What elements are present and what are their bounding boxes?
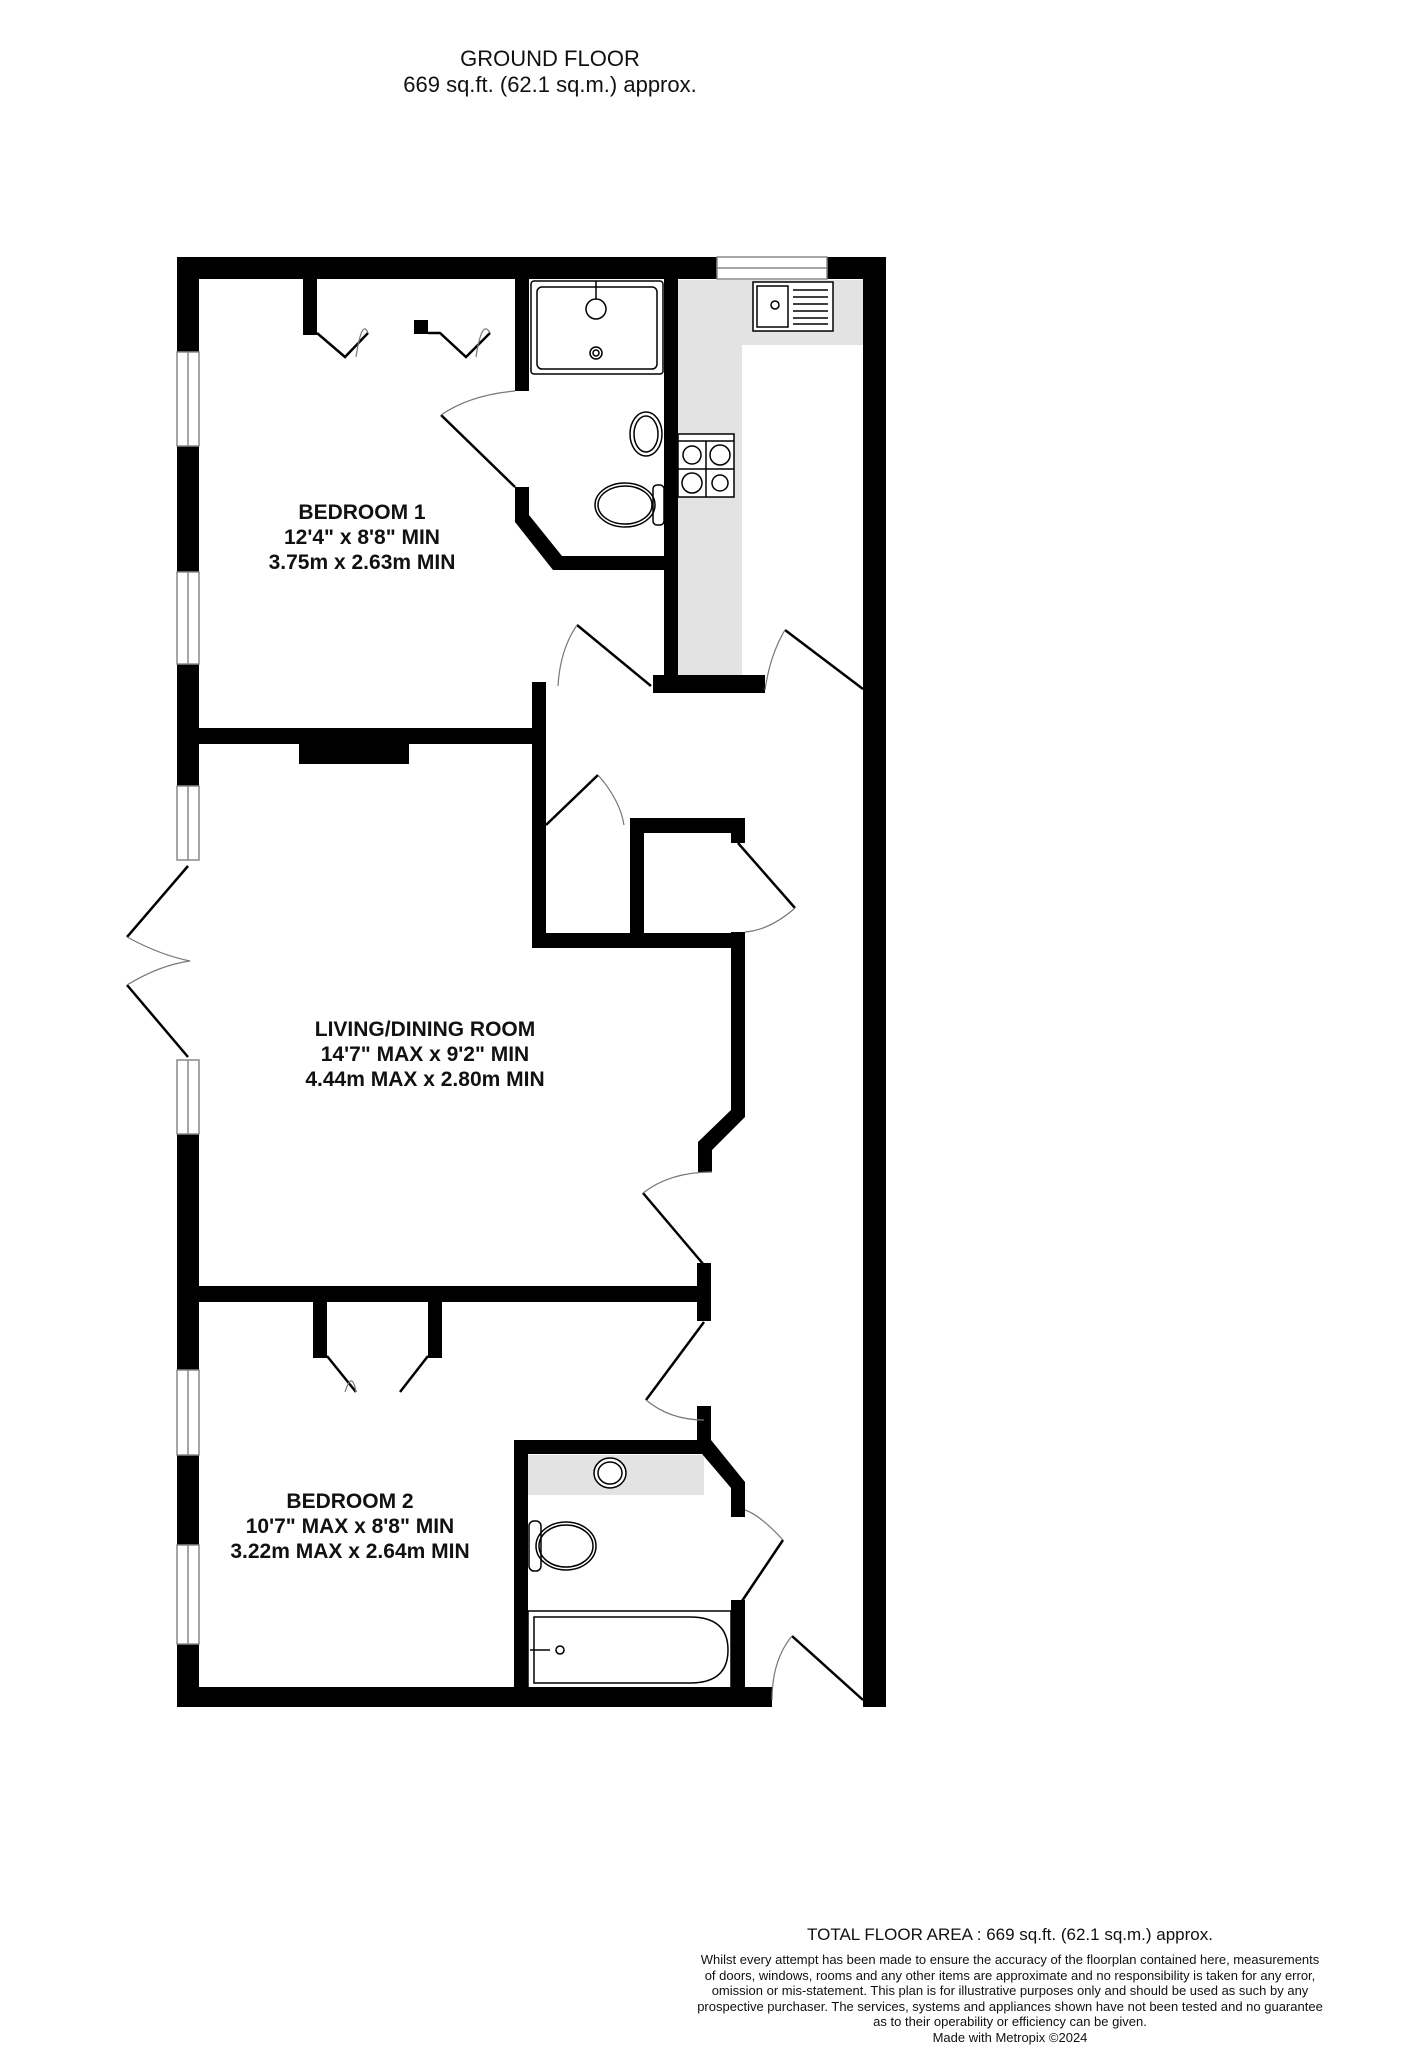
- room-name: BEDROOM 1: [298, 501, 426, 524]
- room-name: BEDROOM 2: [286, 1490, 414, 1513]
- room-dims-imperial: 14'7" MAX x 9'2" MIN: [320, 1043, 530, 1066]
- room-label-living-dining: LIVING/DINING ROOM 14'7" MAX x 9'2" MIN …: [260, 1017, 590, 1092]
- room-dims-metric: 3.75m x 2.63m MIN: [268, 551, 456, 574]
- room-dims-metric: 4.44m MAX x 2.80m MIN: [305, 1068, 545, 1091]
- hob-icon: [677, 433, 735, 498]
- bathroom-toilet-icon: [528, 1520, 597, 1572]
- room-label-bedroom-1: BEDROOM 1 12'4" x 8'8" MIN 3.75m x 2.63m…: [232, 500, 492, 575]
- room-dims-imperial: 12'4" x 8'8" MIN: [284, 526, 440, 549]
- floor-area: 669 sq.ft. (62.1 sq.m.) approx.: [403, 72, 697, 97]
- disclaimer-line: Whilst every attempt has been made to en…: [700, 1952, 1320, 1967]
- room-name: LIVING/DINING ROOM: [314, 1018, 536, 1041]
- footer-notes: TOTAL FLOOR AREA : 669 sq.ft. (62.1 sq.m…: [660, 1924, 1360, 2046]
- floor-title-block: GROUND FLOOR 669 sq.ft. (62.1 sq.m.) app…: [300, 46, 800, 98]
- kitchen-sink-icon: [752, 281, 834, 332]
- room-dims-metric: 3.22m MAX x 2.64m MIN: [230, 1540, 470, 1563]
- shower-tray-icon: [530, 280, 664, 375]
- bathroom-basin-icon: [593, 1457, 627, 1489]
- windows: [176, 256, 828, 1645]
- total-floor-area: TOTAL FLOOR AREA : 669 sq.ft. (62.1 sq.m…: [807, 1925, 1213, 1944]
- disclaimer-line: omission or mis-statement. This plan is …: [711, 1983, 1309, 1998]
- room-label-bedroom-2: BEDROOM 2 10'7" MAX x 8'8" MIN 3.22m MAX…: [200, 1489, 500, 1564]
- bath-icon: [527, 1610, 732, 1689]
- disclaimer-line: prospective purchaser. The services, sys…: [697, 1998, 1323, 2014]
- doors: [126, 328, 864, 1701]
- room-dims-imperial: 10'7" MAX x 8'8" MIN: [245, 1515, 455, 1538]
- disclaimer: Whilst every attempt has been made to en…: [660, 1952, 1360, 2030]
- disclaimer-line: as to their operability or efficiency ca…: [873, 2014, 1147, 2029]
- disclaimer-line: of doors, windows, rooms and any other i…: [704, 1967, 1316, 1983]
- ensuite-basin-icon: [629, 411, 663, 457]
- credit: Made with Metropix ©2024: [932, 2029, 1088, 2045]
- ensuite-toilet-icon: [594, 482, 665, 528]
- walls: [177, 257, 886, 1707]
- floor-name: GROUND FLOOR: [460, 46, 640, 71]
